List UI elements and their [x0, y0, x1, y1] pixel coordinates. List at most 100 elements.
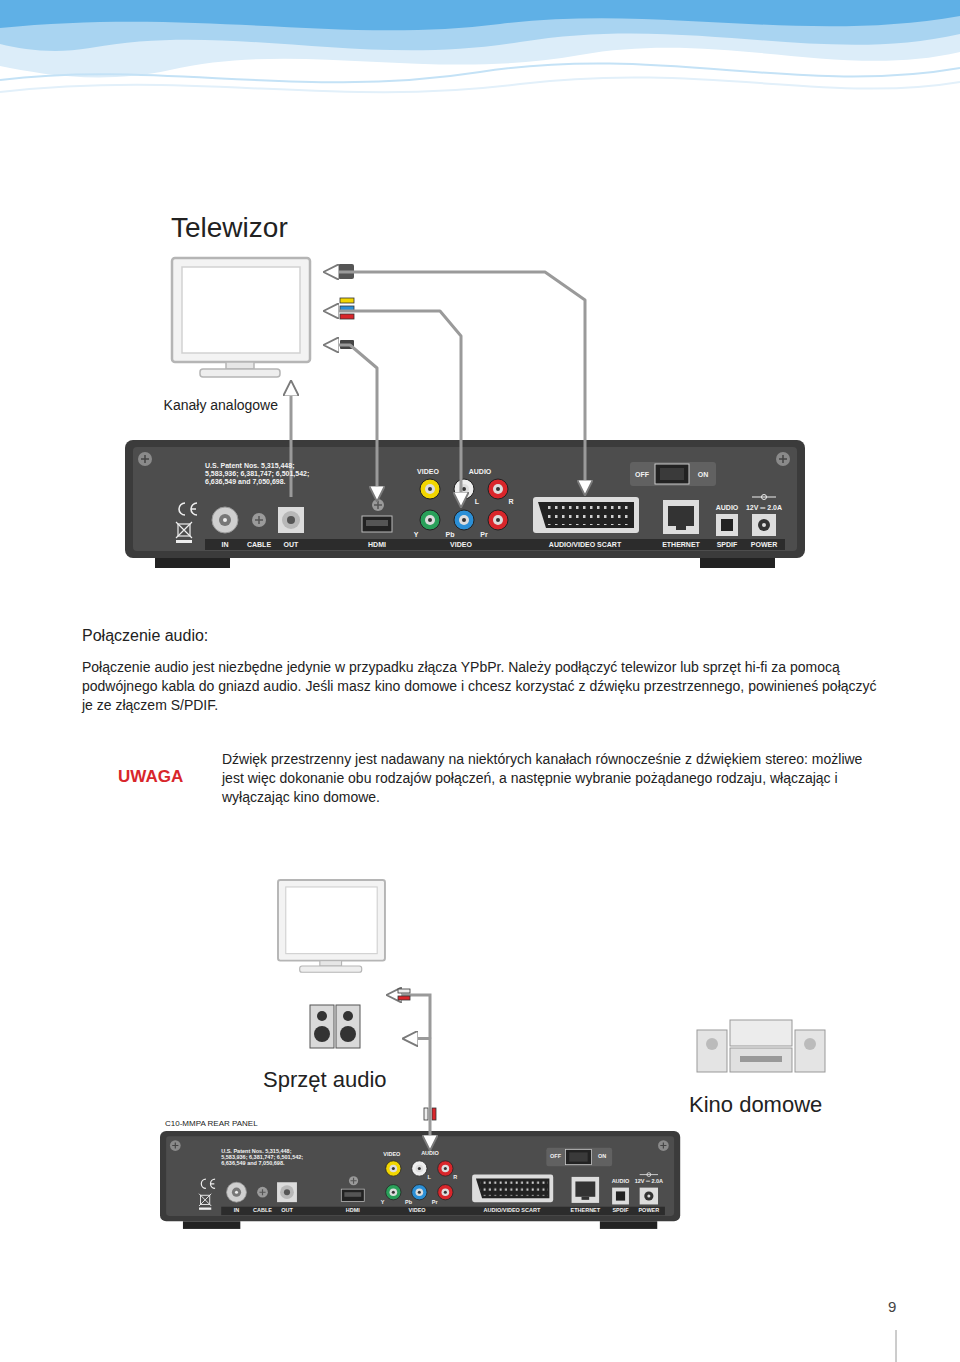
panel-caption: C10-MMPA REAR PANEL [165, 1119, 305, 1129]
channel-label: Pr [432, 1200, 438, 1206]
channel-label: Pb [405, 1200, 412, 1206]
warning-tag: UWAGA [118, 767, 208, 787]
port-label: VIDEO [408, 1208, 425, 1214]
port-label: SPDIF [717, 541, 738, 548]
node-text: AUDIO/VIDEO SCART [549, 541, 621, 548]
top-waves [0, 0, 960, 51]
port-label: CABLE [247, 541, 271, 548]
channel-label: Y [414, 531, 419, 538]
home-theater-picture [697, 1020, 825, 1072]
node-text: Sprzęt audio [263, 1067, 387, 1092]
cable-plug [340, 298, 354, 303]
port-label: IN [234, 1208, 240, 1214]
channel-label: L [428, 1175, 431, 1181]
home-theater-picture [795, 1030, 825, 1072]
home-theater-picture [706, 1038, 718, 1050]
connector-port: OUT [275, 497, 307, 548]
top-waves [0, 0, 960, 77]
tv-cable [398, 996, 410, 1000]
cable-connector [325, 345, 377, 500]
connector-port: AUDIO [418, 1149, 442, 1159]
node-text: Telewizor [171, 212, 288, 244]
rear-panel [125, 440, 805, 568]
switch-label: OFF [550, 1154, 561, 1160]
note-paragraph: Dźwięk przestrzenny jest nadawany na nie… [222, 750, 882, 807]
top-waves [0, 0, 960, 92]
connector-port: AUDIO/VIDEO SCART [530, 494, 640, 548]
tv-picture [172, 258, 310, 377]
top-waves [0, 63, 960, 82]
port-label: AUDIO [716, 504, 739, 511]
port-label: CABLE [253, 1208, 272, 1214]
port-label: ETHERNET [662, 541, 700, 548]
node-text: HDMI [368, 541, 386, 548]
speaker-picture [340, 1026, 356, 1042]
cable-plug [340, 314, 354, 319]
top-waves [0, 77, 960, 92]
channel-label: R [453, 1175, 457, 1181]
channel-label: L [475, 498, 479, 505]
page-number: 9 [888, 1298, 918, 1316]
channel-label: Pb [446, 531, 455, 538]
speaker-picture [310, 1005, 360, 1048]
home-theater-picture [730, 1020, 792, 1046]
tv-picture [278, 880, 385, 972]
node-text: AUDIO [421, 1151, 439, 1157]
channel-label: Y [381, 1200, 385, 1206]
tv-group: Telewizor [165, 212, 325, 382]
cable-note: Kanały analogowe [154, 397, 278, 414]
tv-picture [172, 258, 310, 377]
port-label: HDMI [346, 1208, 360, 1214]
channel-label: Pr [480, 531, 487, 538]
node-text: VIDEO [450, 541, 472, 548]
speaker-picture [336, 1005, 360, 1048]
connector-port: VIDEO [412, 506, 510, 548]
cable-connector [404, 1039, 430, 1149]
page-number-rule [896, 1330, 897, 1362]
channel-label: R [508, 498, 513, 505]
port-label: OUT [281, 1208, 293, 1214]
switch-label: ON [698, 471, 709, 478]
device-group: Sprzęt audio [258, 1000, 404, 1092]
rear-panel [125, 440, 805, 568]
tv-picture [278, 880, 385, 972]
port-label: AUDIO/VIDEO SCART [483, 1208, 540, 1214]
switch-label: OFF [635, 471, 649, 478]
port-label: POWER [751, 541, 777, 548]
port-label: ETHERNET [571, 1208, 601, 1214]
home-theater-picture [804, 1038, 816, 1050]
home-theater-picture [740, 1056, 782, 1062]
body-paragraph: Połączenie audio jest niezbędne jedynie … [82, 658, 882, 715]
tv-cable [398, 989, 410, 993]
port-label: AUDIO [612, 1180, 630, 1186]
tv-cable [424, 1108, 428, 1120]
node-text: OUT [284, 541, 299, 548]
node-text: Kino domowe [689, 1092, 822, 1117]
rear-panel [160, 1131, 680, 1229]
device-group: Kino domowe [684, 1015, 849, 1117]
cable-plug [338, 264, 354, 349]
page-number-rule [896, 1330, 897, 1362]
tv-cable [388, 995, 430, 1039]
port-label: SPDIF [612, 1208, 628, 1214]
section-heading: Połączenie audio: [82, 626, 482, 645]
patent-text: U.S. Patent Nos. 5,315,448; 5,583,936; 6… [205, 462, 323, 486]
speaker-picture [310, 1005, 334, 1048]
port-label: VIDEO [383, 1152, 400, 1158]
connector-port: HDMI [358, 500, 396, 548]
cable-connector [325, 272, 585, 494]
power-rating: 12V ═ 2.0A [635, 1180, 663, 1186]
speaker-picture [343, 1011, 353, 1021]
rear-panel [160, 1131, 680, 1229]
port-label: VIDEO [417, 468, 439, 475]
patent-text: U.S. Patent Nos. 5,315,448; 5,583,936; 6… [221, 1148, 311, 1167]
port-label: POWER [638, 1208, 659, 1214]
switch-label: ON [598, 1154, 606, 1160]
speaker-picture [317, 1011, 327, 1021]
home-theater-picture [730, 1048, 792, 1072]
tv-cable [432, 1108, 436, 1120]
port-label: AUDIO [469, 468, 492, 475]
cable-connector [290, 382, 293, 497]
port-label: IN [222, 541, 229, 548]
